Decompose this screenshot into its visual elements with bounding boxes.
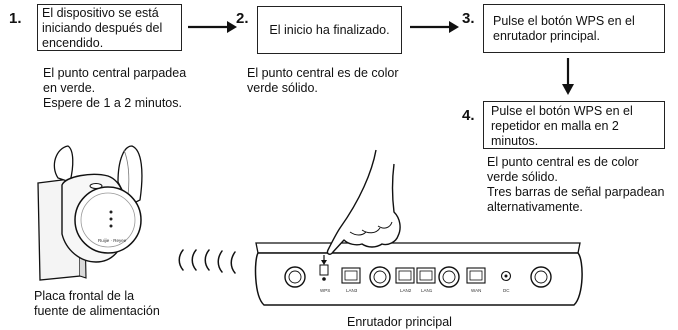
step-4-desc-line: El punto central es de color: [487, 155, 639, 169]
repeater-caption-line: Placa frontal de la: [34, 289, 135, 303]
arrow-right-icon: [410, 21, 459, 33]
step-3-text-line: Pulse el botón WPS en el: [493, 14, 635, 28]
pressing-hand-icon: [321, 149, 401, 265]
step-4-desc-line: verde sólido.: [487, 170, 558, 184]
step-1-number: 1.: [9, 10, 22, 27]
step-1-box: El dispositivo se está iniciando después…: [37, 4, 182, 51]
step-2-desc-line: verde sólido.: [247, 81, 318, 95]
router-port-label: LAN1: [421, 288, 433, 293]
router-port-label: LAN3: [346, 288, 358, 293]
step-2-text-line: El inicio ha finalizado.: [269, 22, 390, 37]
step-1-text-line: iniciando después del: [42, 21, 163, 35]
repeater-caption-line: fuente de alimentación: [34, 304, 160, 318]
step-1-text-line: El dispositivo se está: [42, 6, 159, 20]
arrow-down-icon: [562, 58, 574, 95]
step-1-desc-line: Espere de 1 a 2 minutos.: [43, 96, 182, 110]
router-illustration: WPS LAN3 LAN2 LAN1 WAN DC: [254, 242, 583, 306]
step-2-desc-line: El punto central es de color: [247, 66, 399, 80]
mesh-repeater-illustration: Ruijie · Reyee: [37, 145, 143, 281]
router-port-label: WAN: [471, 288, 481, 293]
step-4-number: 4.: [462, 107, 475, 124]
arrow-right-icon: [188, 21, 237, 33]
step-1-description: El punto central parpadea en verde. Espe…: [43, 66, 186, 111]
step-2-number: 2.: [236, 10, 249, 27]
step-4-box: Pulse el botón WPS en el repetidor en ma…: [483, 101, 665, 149]
step-4-text-line: Pulse el botón WPS en el: [491, 104, 633, 118]
step-1-text-line: encendido.: [42, 36, 104, 50]
step-4-text-line: repetidor en malla en 2: [491, 119, 619, 133]
step-3-number: 3.: [462, 10, 475, 27]
step-2-description: El punto central es de color verde sólid…: [247, 66, 398, 96]
step-4-text-line: minutos.: [491, 134, 539, 148]
step-1-desc-line: en verde.: [43, 81, 96, 95]
router-caption: Enrutador principal: [347, 315, 452, 329]
step-2-box: El inicio ha finalizado.: [257, 6, 402, 54]
router-port-label: LAN2: [400, 288, 412, 293]
step-3-text-line: enrutador principal.: [493, 29, 601, 43]
step-4-description: El punto central es de color verde sólid…: [487, 155, 664, 215]
step-1-desc-line: El punto central parpadea: [43, 66, 187, 80]
router-port-label: WPS: [320, 288, 330, 293]
step-3-box: Pulse el botón WPS en el enrutador princ…: [483, 4, 665, 53]
step-4-desc-line: Tres barras de señal parpadean: [487, 185, 665, 199]
repeater-caption: Placa frontal de la fuente de alimentaci…: [34, 289, 160, 319]
svg-text:Ruijie · Reyee: Ruijie · Reyee: [98, 238, 127, 243]
router-port-label: DC: [503, 288, 510, 293]
wireless-signal-icon: [178, 249, 236, 274]
step-4-desc-line: alternativamente.: [487, 200, 583, 214]
